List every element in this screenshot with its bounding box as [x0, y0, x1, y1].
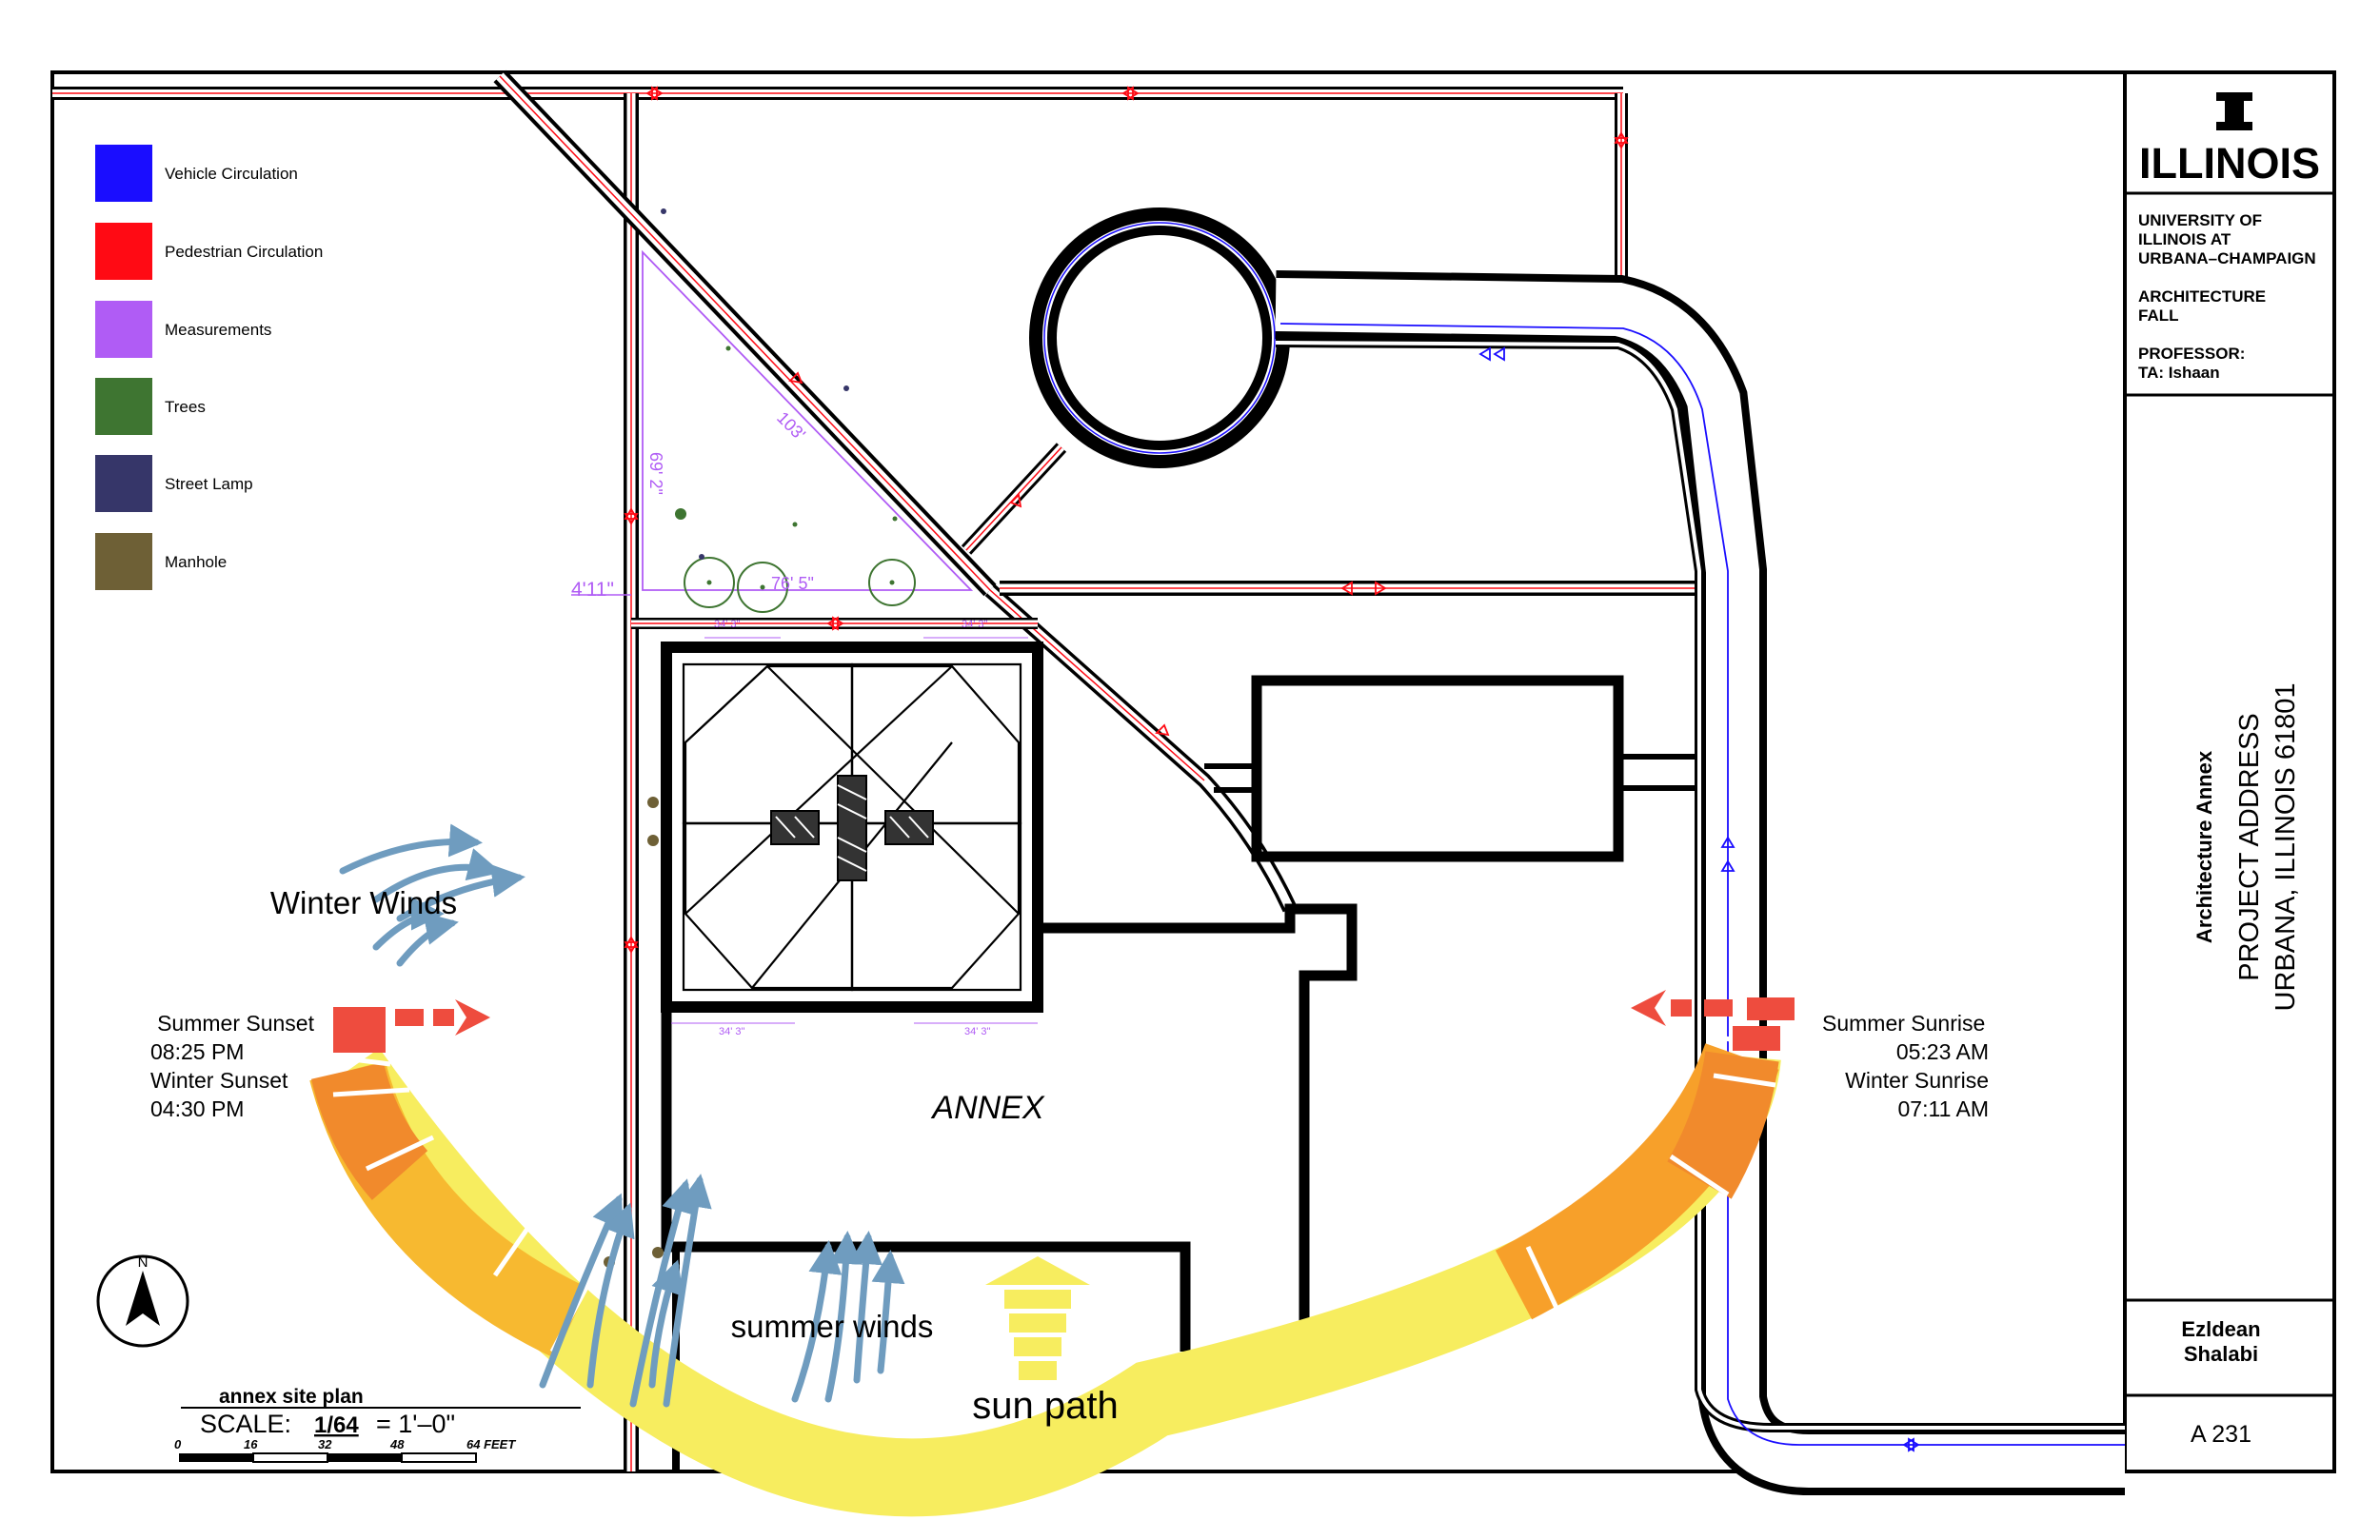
annex-label: ANNEX	[930, 1090, 1044, 1126]
sheet-number: A 231	[2191, 1421, 2251, 1448]
legend-swatch-pedestrian	[95, 223, 152, 280]
dimension-label: 34' 3"	[962, 619, 988, 630]
legend-swatch-manhole	[95, 533, 152, 590]
author-name: Ezldean	[2181, 1317, 2260, 1341]
sunrise-text: Summer Sunrise	[1822, 1011, 1985, 1036]
department-line: ARCHITECTURE	[2138, 287, 2266, 306]
university-line: UNIVERSITY OF	[2138, 211, 2262, 229]
sunset-text: 04:30 PM	[150, 1096, 244, 1121]
scale-tick: 0	[174, 1437, 182, 1451]
scale-tick: 48	[389, 1437, 405, 1451]
title-block-lines	[2125, 191, 2334, 1397]
scale-label: SCALE:	[200, 1410, 291, 1438]
legend-swatch-lamp	[95, 455, 152, 512]
scale-tick: 16	[244, 1437, 258, 1451]
adjacent-building	[1251, 675, 1624, 862]
legend-label: Street Lamp	[165, 475, 253, 493]
department-line: FALL	[2138, 306, 2179, 325]
trees	[684, 557, 916, 613]
scale-bar	[179, 1407, 581, 1463]
site-linework	[52, 69, 2125, 1495]
sunrise-text: 07:11 AM	[1898, 1096, 1989, 1121]
professor-line: PROFESSOR:	[2138, 345, 2245, 363]
illinois-wordmark: ILLINOIS	[2139, 139, 2320, 188]
scale-title: annex site plan	[219, 1386, 364, 1408]
dimension-label: 69' 2"	[646, 452, 665, 495]
university-line: ILLINOIS AT	[2138, 230, 2231, 248]
legend-label: Manhole	[165, 553, 227, 571]
sunrise-text: 05:23 AM	[1896, 1039, 1989, 1064]
dimension-label: 34' 3"	[964, 1026, 991, 1037]
measurement-triangle	[571, 249, 1038, 1024]
sun-path-label: sun path	[972, 1385, 1118, 1427]
university-line: URBANA–CHAMPAIGN	[2138, 249, 2316, 267]
dimension-label: 103'	[773, 408, 809, 444]
scale-tick: 64 FEET	[466, 1437, 516, 1451]
ta-line: TA: Ishaan	[2138, 364, 2220, 382]
project-address: URBANA, ILLINOIS 61801	[2271, 683, 2301, 1012]
winter-winds-label: Winter Winds	[270, 885, 457, 920]
project-address: PROJECT ADDRESS	[2234, 713, 2265, 980]
dimension-label: 76' 5"	[771, 574, 814, 593]
scale-tick: 32	[318, 1437, 332, 1451]
street-lamps	[661, 208, 849, 560]
scale-equals: = 1'–0"	[376, 1410, 455, 1438]
project-title: Architecture Annex	[2192, 750, 2216, 943]
circulation-markers	[624, 86, 1920, 1452]
author-name: Shalabi	[2184, 1342, 2258, 1366]
sheet-border	[50, 70, 2336, 1473]
building-roof-plan	[661, 642, 1043, 1013]
legend-label: Measurements	[165, 321, 271, 339]
legend-swatch-measurements	[95, 301, 152, 358]
dimension-label: 34' 3"	[714, 619, 741, 630]
summer-wind-arrows	[539, 1174, 905, 1408]
scale-ratio: 1/64	[314, 1412, 359, 1438]
legend-label: Pedestrian Circulation	[165, 243, 323, 261]
sunset-text: Summer Sunset	[157, 1011, 315, 1036]
sunset-text: 08:25 PM	[150, 1039, 244, 1064]
legend: Vehicle Circulation Pedestrian Circulati…	[95, 145, 323, 590]
north-letter: N	[138, 1254, 149, 1271]
legend-label: Trees	[165, 398, 206, 416]
summer-winds-label: summer winds	[731, 1309, 934, 1344]
legend-swatch-vehicle	[95, 145, 152, 202]
legend-swatch-trees	[95, 378, 152, 435]
illinois-logo-mark	[2216, 92, 2252, 130]
legend-label: Vehicle Circulation	[165, 165, 298, 183]
sunrise-text: Winter Sunrise	[1845, 1068, 1989, 1093]
sunset-text: Winter Sunset	[150, 1068, 288, 1093]
winter-wind-arrows	[339, 823, 526, 967]
dimension-label: 4'11"	[571, 579, 614, 601]
dimension-label: 34' 3"	[719, 1026, 745, 1037]
north-arrow	[96, 1254, 189, 1348]
